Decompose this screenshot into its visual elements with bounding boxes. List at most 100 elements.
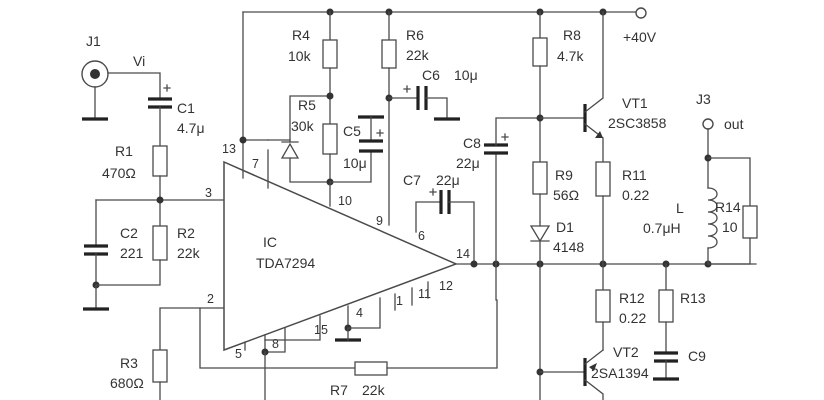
resistor-r6 xyxy=(381,11,397,226)
r4-value: 10k xyxy=(288,48,312,64)
resistor-r4 xyxy=(322,11,338,125)
resistor-r8 xyxy=(532,11,586,163)
diode-d1-icon xyxy=(529,225,551,243)
r1-value: 470Ω xyxy=(102,165,136,181)
capacitor-c6 xyxy=(388,85,460,121)
r8-ref: R8 xyxy=(563,27,581,43)
r11-value: 0.22 xyxy=(622,187,649,203)
diode-d1 xyxy=(529,221,586,400)
r7-ref: R7 xyxy=(330,382,348,398)
ic-part: TDA7294 xyxy=(256,255,315,271)
capacitor-c5 xyxy=(329,115,384,183)
pin-label: 15 xyxy=(314,323,328,337)
c1-value: 4.7μ xyxy=(177,120,205,136)
capacitor-c9 xyxy=(653,351,679,381)
resistor-r11 xyxy=(595,161,611,291)
pin-label: 7 xyxy=(252,157,259,171)
pin-label: 10 xyxy=(338,194,352,208)
c1-ref: C1 xyxy=(177,100,195,116)
vt2-value: 2SA1394 xyxy=(591,365,649,381)
supply-terminal xyxy=(635,7,647,19)
pin-label: 8 xyxy=(272,337,279,351)
r4-ref: R4 xyxy=(292,27,310,43)
c5-value: 10μ xyxy=(343,155,367,171)
output-filter xyxy=(702,118,758,265)
j1-label: J1 xyxy=(86,33,101,49)
r9-value: 56Ω xyxy=(553,187,579,203)
transistor-vt2 xyxy=(583,349,604,400)
r1-ref: R1 xyxy=(115,143,133,159)
j3-label: J3 xyxy=(696,91,711,107)
feedback-network xyxy=(152,299,498,400)
c2-value: 221 xyxy=(120,245,144,261)
output-terminal-j3 xyxy=(702,118,714,130)
pin-label: 2 xyxy=(207,292,214,306)
c8-ref: C8 xyxy=(463,135,481,151)
c5-ref: C5 xyxy=(343,123,361,139)
ic-tda7294 xyxy=(223,160,458,352)
c7-value: 22μ xyxy=(436,172,460,188)
resistor-r9 xyxy=(532,161,548,223)
vt2-ref: VT2 xyxy=(613,344,639,360)
r6-value: 22k xyxy=(406,47,430,63)
c7-ref: C7 xyxy=(403,172,421,188)
diode-d-icon xyxy=(280,142,300,159)
l-ref: L xyxy=(676,200,684,216)
r5-ref: R5 xyxy=(298,97,316,113)
r12-ref: R12 xyxy=(619,290,645,306)
r3-ref: R3 xyxy=(120,355,138,371)
pin-label: 11 xyxy=(418,287,431,301)
c2-ref: C2 xyxy=(120,225,138,241)
r2-ref: R2 xyxy=(177,225,195,241)
pin-label: 1 xyxy=(396,294,403,308)
r2-value: 22k xyxy=(177,245,201,261)
c6-ref: C6 xyxy=(422,67,440,83)
resistor-r5 xyxy=(322,123,338,207)
ic-bottom-pins xyxy=(244,281,429,400)
input-connector-j1 xyxy=(81,60,161,121)
transistor-vt1 xyxy=(583,11,604,163)
r12-value: 0.22 xyxy=(619,310,646,326)
resistor-r1 xyxy=(152,145,168,227)
pin-label: 14 xyxy=(456,247,470,261)
r7-value: 22k xyxy=(362,382,386,398)
c8-value: 22μ xyxy=(456,155,480,171)
pin-label: 13 xyxy=(222,142,236,156)
r6-ref: R6 xyxy=(406,27,424,43)
pin-label: 5 xyxy=(235,347,242,361)
pin-label: 4 xyxy=(356,306,363,320)
d1-value: 4148 xyxy=(553,239,584,255)
capacitor-c8 xyxy=(484,117,541,265)
r5-value: 30k xyxy=(291,118,315,134)
r8-value: 4.7k xyxy=(557,48,584,64)
capacitor-c7 xyxy=(415,188,475,265)
out-label: out xyxy=(724,116,744,132)
vi-label: Vi xyxy=(133,53,145,69)
vt1-ref: VT1 xyxy=(622,95,648,111)
r13-ref: R13 xyxy=(680,290,706,306)
ic-designator: IC xyxy=(263,234,277,250)
inductor-l-icon xyxy=(707,187,718,249)
capacitor-c1 xyxy=(148,84,172,147)
l-value: 0.7μH xyxy=(643,220,681,236)
supply-label: +40V xyxy=(623,29,657,45)
r14-value: 10 xyxy=(722,219,738,235)
pin-label: 9 xyxy=(376,214,383,228)
vt1-value: 2SC3858 xyxy=(608,115,667,131)
r11-ref: R11 xyxy=(622,167,647,183)
d1-ref: D1 xyxy=(556,219,574,235)
pin-label: 3 xyxy=(205,186,212,200)
supply-rail xyxy=(242,7,647,19)
pin13-pin7-network xyxy=(239,11,331,189)
c9-ref: C9 xyxy=(688,348,706,364)
r3-value: 680Ω xyxy=(110,375,144,391)
resistor-r12 xyxy=(595,289,611,351)
r14-ref: R14 xyxy=(715,199,741,215)
r9-ref: R9 xyxy=(555,167,573,183)
pin-label: 12 xyxy=(439,279,453,293)
c6-value: 10μ xyxy=(454,67,478,83)
resistor-r13 xyxy=(658,263,674,353)
pin-label: 6 xyxy=(418,229,425,243)
input-network xyxy=(83,196,225,311)
